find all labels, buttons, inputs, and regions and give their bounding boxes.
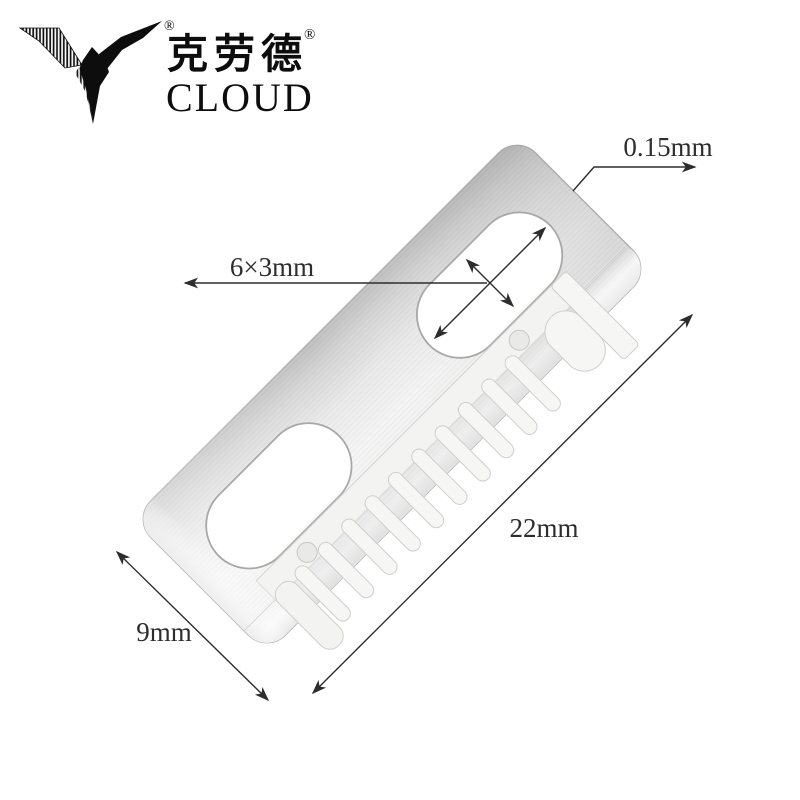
bird-right-wing (98, 21, 162, 69)
bird-tail-hatch (75, 67, 93, 120)
dim-arrow-slot-width (465, 258, 515, 308)
dim-line-width (115, 550, 270, 702)
dim-line-length (311, 313, 694, 695)
dim-label-width: 9mm (136, 617, 192, 647)
dimension-annotations: 0.15mm 6×3mm 22mm 9mm (115, 132, 713, 702)
dim-label-thickness: 0.15mm (623, 132, 712, 162)
cloud-bird-icon (18, 21, 162, 124)
bird-left-wing (18, 27, 83, 69)
dim-leader-thickness (572, 161, 697, 192)
brand-name-english: CLOUD (166, 75, 314, 120)
blade-finish (132, 134, 652, 654)
bird-body-tail (77, 47, 109, 124)
dim-label-slot: 6×3mm (230, 252, 314, 282)
dim-label-length: 22mm (509, 513, 578, 543)
blade-assembly (132, 134, 652, 654)
brand-logo: ® 克劳德 ® CLOUD (15, 5, 350, 140)
brand-name-chinese: 克劳德 (167, 31, 308, 77)
registered-trademark-icon: ® (164, 19, 175, 34)
registered-trademark-icon: ® (304, 27, 316, 43)
